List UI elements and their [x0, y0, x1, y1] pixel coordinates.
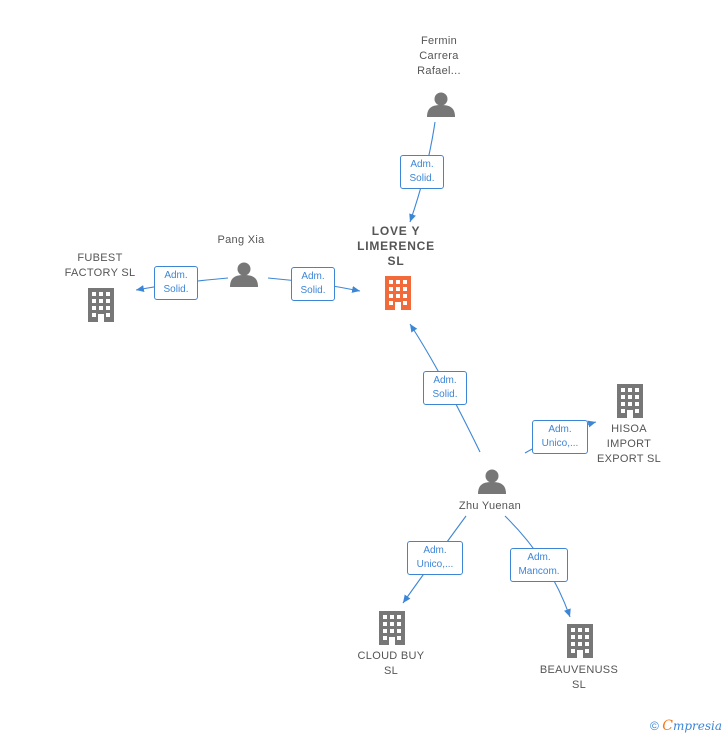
edge-label-line2: Unico,...: [541, 438, 579, 449]
edge-label-pang-love[interactable]: Adm. Solid.: [291, 267, 335, 301]
edge-label-line2: Solid.: [432, 389, 458, 400]
node-label-beauvenuss[interactable]: BEAUVENUSS SL: [539, 664, 619, 691]
brand-footer: © Cmpresia: [650, 718, 722, 734]
edge-label-line1: Adm.: [301, 271, 325, 282]
edge-label-line2: Solid.: [163, 284, 189, 295]
edge-label-line1: Adm.: [548, 424, 572, 435]
edge-label-line1: Adm.: [527, 552, 551, 563]
node-label-fermin[interactable]: Fermin Carrera Rafael...: [417, 35, 461, 77]
brand-logo-initial: C: [662, 718, 673, 734]
person-icon-pang[interactable]: [230, 262, 258, 288]
node-label-love[interactable]: LOVE Y LIMERENCE SL: [357, 224, 435, 268]
edge-label-line1: Adm.: [164, 270, 188, 281]
node-label-hisoa[interactable]: HISOA IMPORT EXPORT SL: [596, 423, 662, 465]
building-icon-fubest[interactable]: [88, 288, 114, 322]
edge-label-line2: Solid.: [409, 173, 435, 184]
node-label-zhu[interactable]: Zhu Yuenan: [458, 500, 522, 512]
edge-label-zhu-cloud[interactable]: Adm. Unico,...: [407, 541, 463, 575]
edge-label-zhu-hisoa[interactable]: Adm. Unico,...: [532, 420, 588, 454]
node-label-cloud[interactable]: CLOUD BUY SL: [357, 650, 425, 677]
edge-label-line1: Adm.: [433, 375, 457, 386]
person-icon-fermin[interactable]: [427, 92, 455, 118]
building-icon-love[interactable]: [385, 276, 411, 310]
node-label-pang[interactable]: Pang Xia: [217, 234, 265, 246]
building-icon-beauvenuss[interactable]: [567, 624, 593, 658]
edge-label-zhu-love[interactable]: Adm. Solid.: [423, 371, 467, 405]
edge-label-line2: Mancom.: [518, 566, 560, 577]
edge-label-line1: Adm.: [423, 545, 447, 556]
building-icon-cloud[interactable]: [379, 611, 405, 645]
edge-label-zhu-beauvenuss[interactable]: Adm. Mancom.: [510, 548, 568, 582]
edge-label-line2: Unico,...: [416, 559, 454, 570]
edge-label-line1: Adm.: [410, 159, 434, 170]
edge-label-pang-fubest[interactable]: Adm. Solid.: [154, 266, 198, 300]
person-icon-zhu[interactable]: [478, 469, 506, 495]
brand-logo-text: mpresia: [672, 719, 722, 733]
edge-label-fermin-love[interactable]: Adm. Solid.: [400, 155, 444, 189]
edge-label-line2: Solid.: [300, 285, 326, 296]
building-icon-hisoa[interactable]: [617, 384, 643, 418]
node-label-fubest[interactable]: FUBEST FACTORY SL: [64, 252, 136, 279]
copyright-symbol: ©: [650, 719, 659, 733]
